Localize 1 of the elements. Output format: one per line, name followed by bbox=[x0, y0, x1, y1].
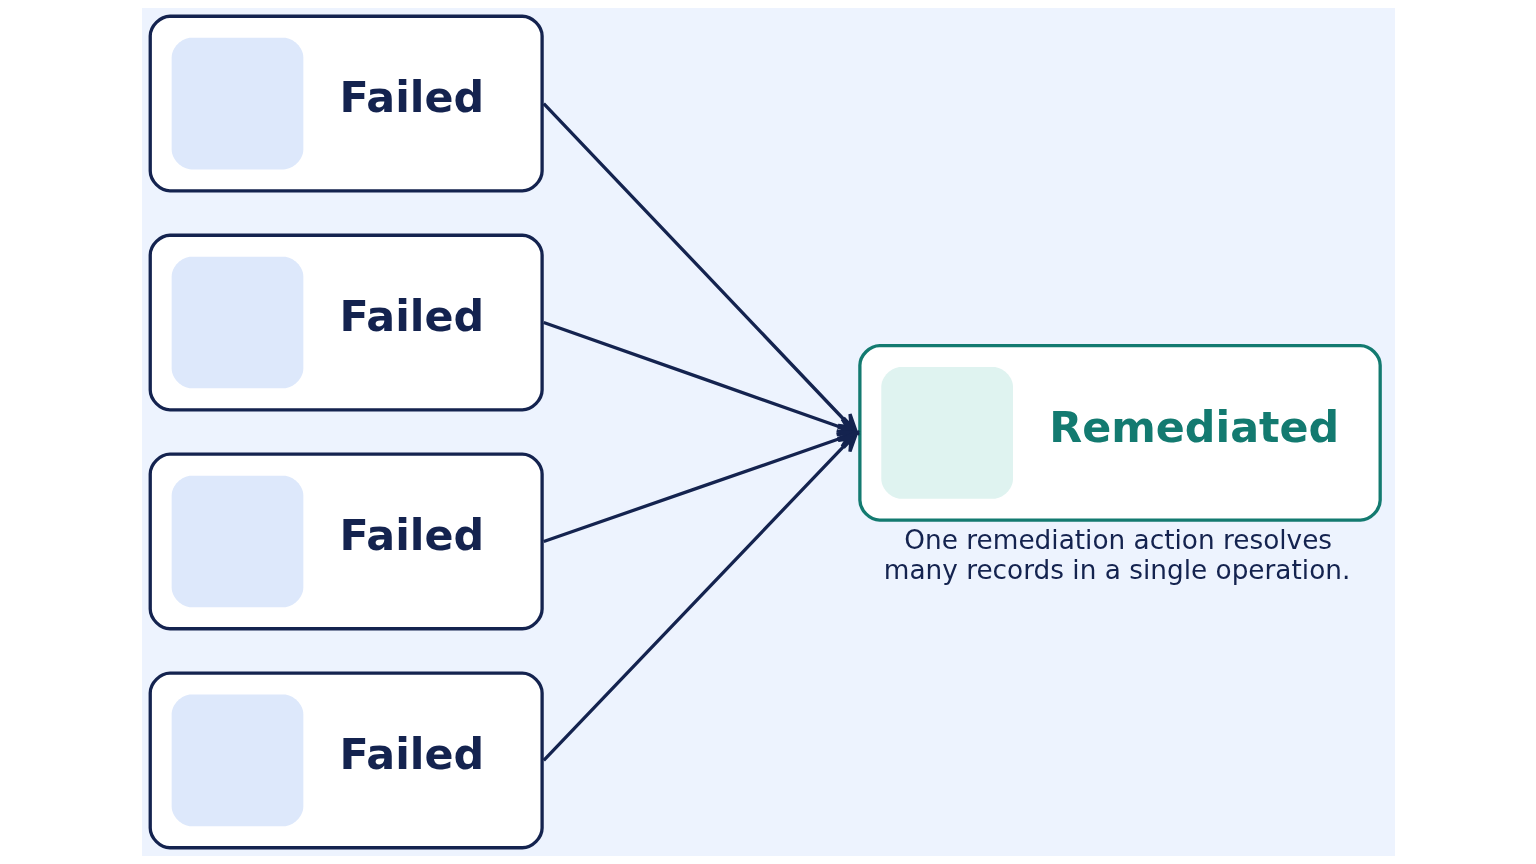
node-label: One remediation action resolves many records in a single operation. bbox=[883, 525, 1350, 586]
